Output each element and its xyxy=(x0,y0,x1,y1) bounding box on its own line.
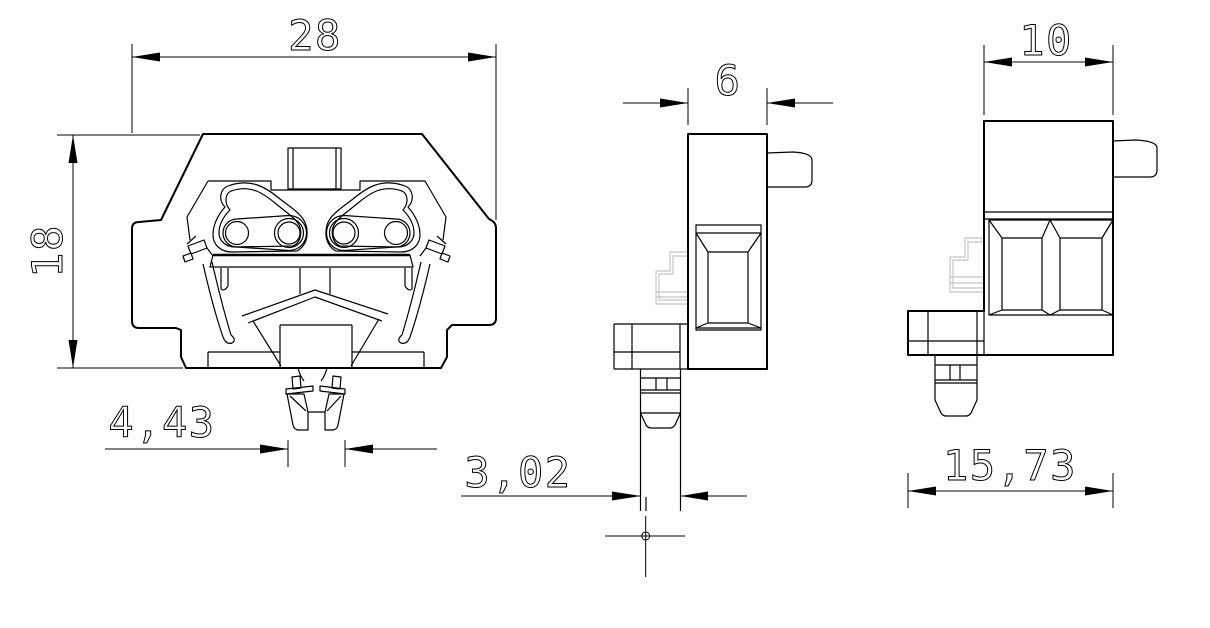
wire-hole-big-left xyxy=(273,217,305,249)
clamp-left-inner xyxy=(218,188,302,248)
front-view xyxy=(131,133,497,431)
wing-right-arm xyxy=(398,261,431,344)
dim-443-arrow-right xyxy=(345,444,373,454)
wing-right-hook xyxy=(404,268,413,291)
dim-10-arrow-left xyxy=(984,57,1012,67)
dim-6-label: 6 xyxy=(715,56,742,105)
clamp-left-outer xyxy=(212,182,308,253)
dim-side-depth: 6 xyxy=(623,56,833,125)
wire-hole-big-right xyxy=(328,217,360,249)
side-hidden-profile xyxy=(655,251,688,305)
latch-left xyxy=(182,235,214,263)
latch-right xyxy=(419,235,451,263)
side-pin xyxy=(639,369,682,511)
dim-18-arrow-top xyxy=(68,135,78,163)
end-view xyxy=(907,120,1158,417)
end-pin xyxy=(934,355,978,417)
dim-18-arrow-bottom xyxy=(68,340,78,368)
dim-18-label: 18 xyxy=(23,224,72,278)
clamp-right-slot xyxy=(325,214,411,252)
front-clamp-right xyxy=(325,182,421,253)
dim-28-arrow-right xyxy=(468,52,496,62)
snap-foot-neck xyxy=(297,367,328,382)
dim-6-arrow-right xyxy=(767,98,795,108)
dim-6-arrow-left xyxy=(660,98,688,108)
front-cavity xyxy=(186,180,447,241)
dim-pin-width: 3,02 xyxy=(461,448,747,501)
front-floor-strip xyxy=(209,254,414,268)
front-wing-right xyxy=(398,235,451,344)
front-wing-left xyxy=(182,235,235,344)
end-windows xyxy=(988,219,1114,316)
side-body xyxy=(687,133,768,370)
clamp-right-outer xyxy=(325,182,421,253)
dim-10-label: 10 xyxy=(1019,16,1073,65)
dim-28-arrow-left xyxy=(132,52,160,62)
front-clamp-left xyxy=(212,182,308,253)
dim-18-lines xyxy=(57,134,200,369)
side-center-mark xyxy=(641,531,651,541)
wire-hole-small-right xyxy=(383,220,409,246)
dim-front-height: 18 xyxy=(23,134,200,369)
dim-302-arrow-left xyxy=(612,491,641,501)
dim-1573-arrow-left xyxy=(908,486,936,496)
side-window xyxy=(695,224,762,331)
dim-443-label: 4,43 xyxy=(108,398,215,447)
side-foot xyxy=(613,323,688,370)
dim-443-arrow-left xyxy=(260,444,288,454)
dim-443-lines xyxy=(105,440,437,467)
end-tab xyxy=(1112,139,1158,178)
dim-6-lines xyxy=(623,88,833,125)
end-foot xyxy=(908,311,984,355)
front-snap-foot xyxy=(285,367,346,431)
dim-front-width: 28 xyxy=(131,11,497,220)
dim-10-arrow-right xyxy=(1085,57,1113,67)
dim-1573-lines xyxy=(907,473,1114,508)
dim-28-lines xyxy=(131,44,497,220)
wire-hole-small-left xyxy=(224,220,250,246)
dim-snap-foot-width: 4,43 xyxy=(105,398,437,467)
end-band xyxy=(984,211,1113,220)
dim-1573-label: 15,73 xyxy=(943,441,1077,490)
dim-302-arrow-right xyxy=(680,491,708,501)
end-hidden-profile xyxy=(949,237,984,293)
side-tab xyxy=(766,151,813,188)
dim-end-overall-width: 15,73 xyxy=(907,441,1114,508)
front-outer-shell xyxy=(131,133,497,369)
side-view xyxy=(605,133,813,577)
dim-end-top-width: 10 xyxy=(983,16,1114,115)
clamp-right-inner xyxy=(331,188,415,248)
wire-hole-big-left-ring xyxy=(277,221,301,245)
wire-hole-big-right-ring xyxy=(332,221,356,245)
dim-1573-arrow-right xyxy=(1085,486,1113,496)
wing-left-arm xyxy=(202,261,235,344)
snap-foot-hooks xyxy=(285,375,346,431)
front-wire-tab xyxy=(287,147,342,190)
clamp-left-slot xyxy=(222,214,308,252)
dim-302-label: 3,02 xyxy=(464,448,571,497)
wing-left-hook xyxy=(220,268,229,291)
dim-28-label: 28 xyxy=(288,11,342,60)
front-lever-assembly xyxy=(207,268,425,368)
side-centerline xyxy=(605,516,685,577)
